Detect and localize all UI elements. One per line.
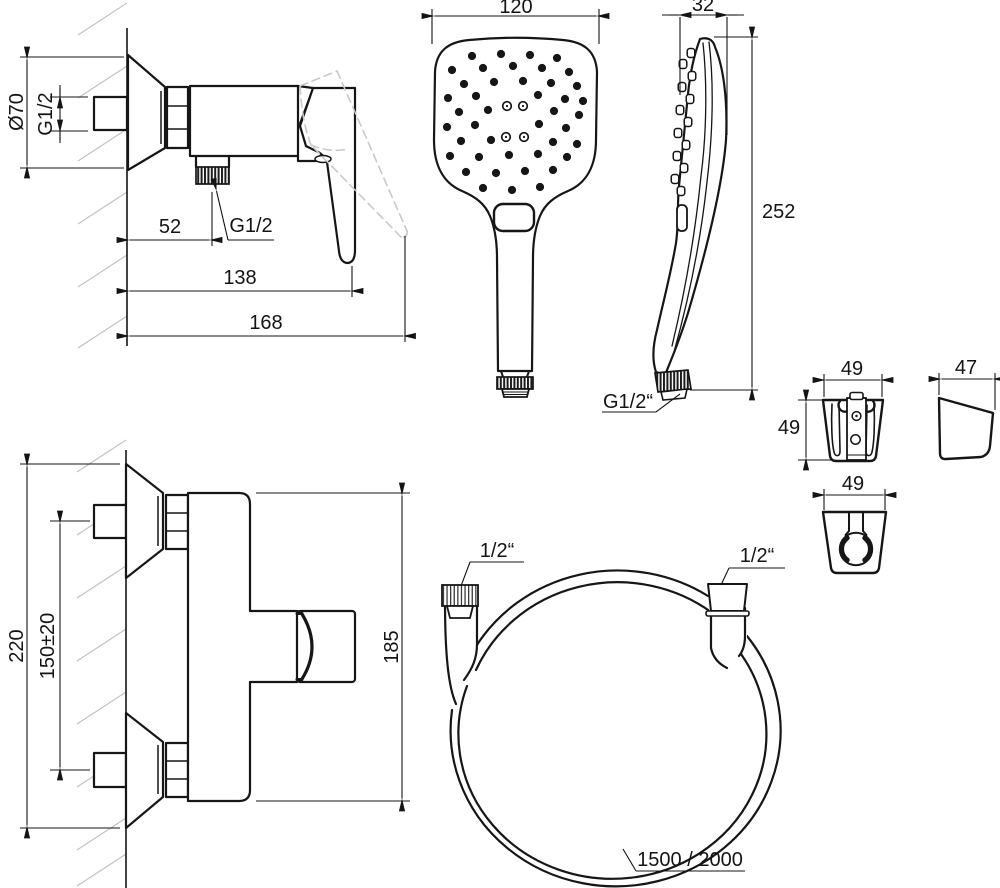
escutcheon-bottom: [124, 711, 165, 830]
dim-label-32: 32: [692, 0, 714, 16]
hex-nut: [165, 85, 190, 150]
holder-back-dimensions: 49 49: [778, 358, 894, 471]
mode-button: [492, 202, 536, 233]
mode-button-side: [676, 204, 688, 232]
holder-back-view: 49 49: [778, 358, 894, 471]
holder-side-view: 47: [928, 357, 1000, 461]
holder-front-dimensions: 49: [812, 473, 897, 510]
dim-label-185: 185: [381, 630, 403, 663]
holder-side-dimensions: 47: [928, 357, 1000, 410]
shower-side-dimensions: 32 252 G1/2“: [602, 0, 795, 413]
shower-side-outline: [652, 37, 728, 377]
outlet-thread: [195, 166, 230, 185]
dim-label-hose-length: 1500 / 2000: [637, 849, 743, 871]
mixer-body-fill: [188, 493, 250, 801]
hose-inner-loop: [457, 652, 768, 880]
dim-label-252: 252: [762, 201, 795, 223]
mixer-front-dimensions: 220 150±20 185: [6, 453, 410, 839]
dim-label-hose-right-thread: 1/2“: [740, 545, 774, 567]
dim-label-holder-width: 49: [841, 358, 863, 380]
phantom-handle-raised: [299, 70, 408, 238]
dim-label-hose-left-thread: 1/2“: [480, 540, 514, 562]
handle-end-cap: [295, 609, 357, 684]
dim-label-120: 120: [499, 0, 532, 18]
dim-label-220: 220: [6, 629, 28, 662]
holder-side-outline: [937, 396, 995, 461]
shower-hose-view: 1/2“ 1/2“ 1500 / 2000: [441, 540, 785, 888]
hose-nut-right: [707, 583, 748, 612]
hand-shower-front-view: 120: [421, 0, 610, 398]
valve-body: [188, 84, 300, 158]
handle-knurl: [496, 376, 534, 390]
dim-label-diameter: Ø70: [6, 93, 28, 131]
lever-handle: [298, 86, 357, 265]
mixer-front-view: 220 150±20 185: [6, 450, 410, 888]
hose-outer-loop: [449, 634, 782, 888]
escutcheon-cone: [126, 53, 167, 172]
holder-front-outline: [821, 510, 888, 575]
nozzle-dots-front: [442, 49, 588, 195]
hose-nut-left: [441, 584, 479, 607]
hex-nut-bottom: [164, 741, 190, 799]
shower-front-dimensions: 120: [421, 0, 610, 44]
escutcheon-top: [124, 462, 165, 580]
holder-mount-plate: [846, 397, 867, 461]
screw-hole-bottom: [850, 434, 861, 445]
connector-knurl-side: [654, 369, 692, 393]
dim-label-g12-side: G1/2“: [603, 391, 653, 413]
wall-hatching-top: [77, 2, 128, 349]
dim-label-138: 138: [223, 267, 256, 289]
supply-pipe-stub: [92, 95, 129, 132]
dim-label-holder-front-width: 49: [842, 473, 864, 495]
supply-pipe-stub-bottom: [92, 751, 128, 789]
supply-pipe-stub-top: [92, 503, 128, 540]
mixer-side-view: Ø70 G1/2 52 G1/2 138 168: [6, 28, 416, 346]
dim-label-outlet-thread: G1/2: [229, 215, 272, 237]
dim-label-168: 168: [249, 312, 282, 334]
hex-nut-top: [164, 493, 190, 551]
hand-shower-side-view: 32 252 G1/2“: [602, 0, 795, 413]
hose-labels: 1/2“ 1/2“ 1500 / 2000: [460, 540, 785, 872]
mixer-body: [186, 491, 252, 803]
dim-label-holder-depth: 47: [955, 357, 977, 379]
dim-label-52: 52: [159, 216, 181, 238]
dim-label-inlet-thread: G1/2: [35, 92, 57, 135]
screw-hole-top: [851, 410, 862, 422]
holder-front-view: 49: [812, 473, 897, 575]
dim-label-holder-height: 49: [778, 417, 800, 439]
dim-label-150-20: 150±20: [37, 613, 59, 680]
mixer-side-dimensions: Ø70 G1/2 52 G1/2 138 168: [6, 46, 416, 342]
nozzle-bumps-side: [670, 47, 697, 197]
